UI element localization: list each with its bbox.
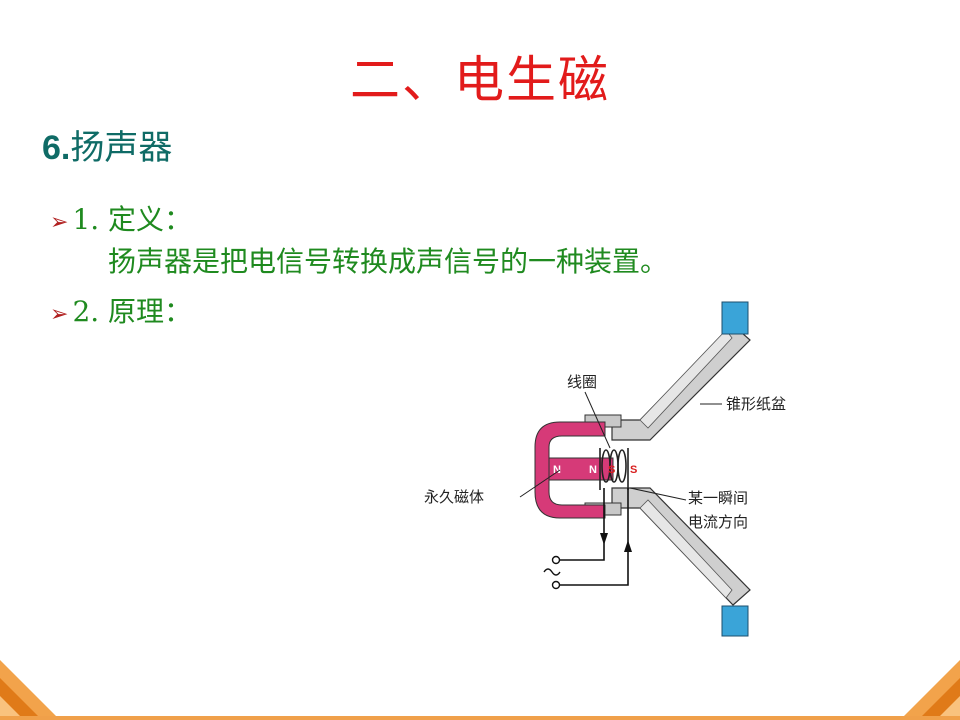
section-number: 6.: [42, 129, 71, 167]
section-title: 扬声器: [70, 128, 173, 168]
bullet-arrow-icon: ➢: [50, 210, 69, 235]
pole-s-right: S: [630, 464, 637, 476]
label-magnet: 永久磁体: [424, 488, 484, 506]
pole-n-right: N: [589, 464, 597, 476]
corner-decoration-right: [900, 660, 960, 720]
cone-upper-inner: [639, 329, 733, 429]
ac-symbol-icon: [543, 568, 561, 576]
pole-s-inner: S: [608, 464, 615, 476]
bullet-definition-label: 1. 定义：: [72, 203, 193, 236]
leader-lines: [519, 391, 722, 501]
label-cone: 锥形纸盆: [726, 395, 786, 413]
pole-n-left: N: [553, 464, 561, 476]
section-heading: 6.扬声器: [42, 120, 172, 169]
slide-title: 二、电生磁: [350, 51, 610, 109]
speaker-diagram: N N S S 线圈 锥形纸盆 永久磁体 某一瞬间 电流方向: [424, 301, 786, 637]
current-arrows: [600, 533, 632, 552]
bullet-definition: ➢1. 定义：: [50, 198, 192, 238]
label-current-2: 电流方向: [688, 513, 748, 531]
bullet-principle: ➢2. 原理：: [50, 290, 192, 330]
bullet-arrow-icon: ➢: [50, 302, 69, 327]
terminal-top: [551, 555, 561, 565]
label-current-1: 某一瞬间: [688, 489, 748, 507]
terminal-bottom: [551, 580, 561, 590]
corner-decoration-left: [0, 660, 60, 720]
voice-coil: [599, 448, 629, 490]
bullet-principle-label: 2. 原理：: [72, 295, 193, 328]
cone-edge-bottom: [721, 605, 749, 637]
cone-edge-top: [721, 301, 749, 335]
definition-text: 扬声器是把电信号转换成声信号的一种装置。: [108, 245, 669, 278]
magnet-bar: [548, 457, 614, 481]
lead-wires: [560, 488, 629, 586]
label-coil: 线圈: [567, 373, 597, 391]
cone-lower-inner: [639, 499, 733, 599]
bottom-bar: [0, 716, 960, 720]
